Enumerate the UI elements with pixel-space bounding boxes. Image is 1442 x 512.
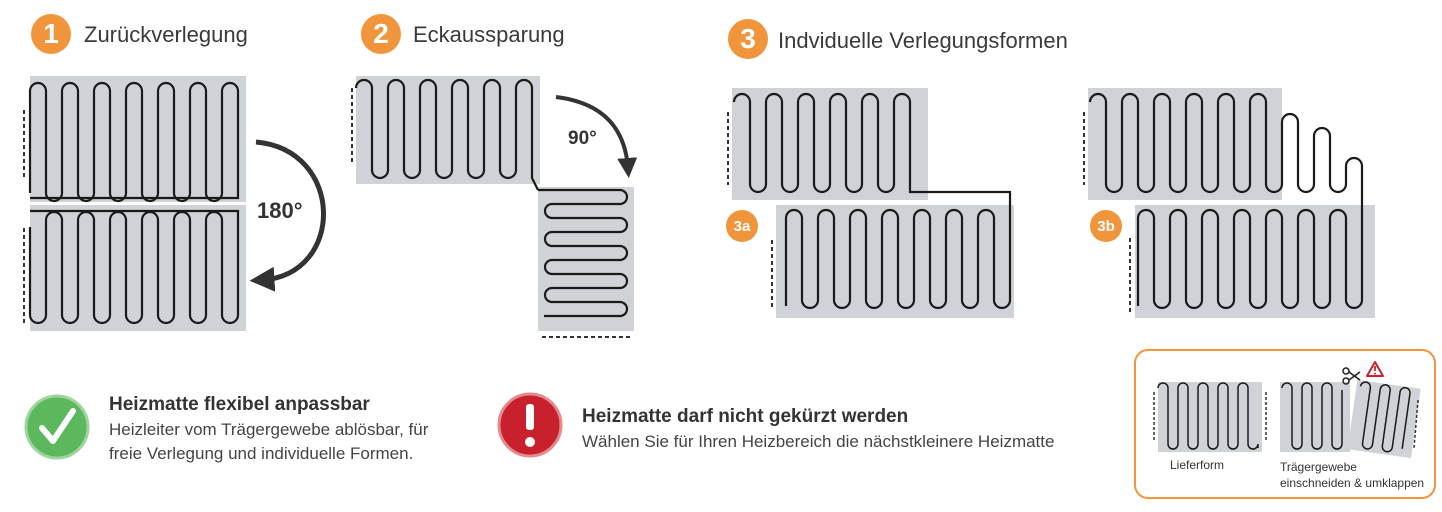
inset-delivery-label: Lieferform [1170,458,1225,472]
inset-cut-label-line-2: einschneiden & umklappen [1280,476,1425,490]
note-flexible-title: Heizmatte flexibel anpassbar [109,394,370,415]
wire-1-top [28,81,240,203]
note-flexible-line-1: Heizleiter vom Trägergewebe ablösbar, fü… [109,420,429,439]
inset-wire-delivery [1157,382,1259,450]
mat-1-bottom [30,205,246,331]
inset-folded-mat [1347,379,1421,459]
mat-1-top [30,76,246,202]
mat-2-top [356,76,540,184]
step-2-badge: 2 [361,14,401,54]
scissors-icon [1342,367,1361,385]
arrow-180-icon [249,139,326,292]
wire-1-bottom [28,209,240,325]
exclamation-dot [525,437,535,447]
arrow-90-icon [555,95,638,178]
inset-lead-3 [1413,399,1419,449]
step-2-title: Eckaussparung [413,22,565,47]
step-1-title: Zurückverlegung [84,22,248,47]
note-no-cut-title: Heizmatte darf nicht gekürzt werden [582,406,909,427]
wire-3b-top [1088,92,1364,212]
wire-2-top [354,78,539,191]
step-3a-badge: 3a [726,210,758,242]
step-1-angle: 180° [257,198,303,223]
step-3-title: Indviduelle Verlegungsformen [778,28,1068,53]
mat-3a-bottom [776,205,1014,318]
inset-box [1134,349,1436,499]
step-2-angle: 90° [568,128,597,149]
warning-dot [1374,372,1376,375]
wire-3a-top [732,92,1012,210]
step-1-badge: 1 [31,14,71,54]
inset-mat-delivery [1158,382,1262,452]
inset-wire-cut-left [1281,382,1343,450]
wire-3b-bottom [1136,208,1364,310]
step-3-badge: 3 [728,19,768,59]
mat-3b-bottom [1135,205,1375,318]
exclamation-bar [526,404,534,430]
wire-3a-bottom [784,208,1012,310]
note-flexible-line-2: freie Verlegung und individuelle Formen. [109,444,414,463]
inset-cut-label-line-1: Trägergewebe [1280,460,1357,474]
step-3b-badge: 3b [1090,210,1122,242]
note-no-cut-line-1: Wählen Sie für Ihren Heizbereich die näc… [582,432,1055,451]
check-mark [39,408,76,444]
check-icon [24,394,90,460]
wire-2-side [538,188,629,318]
